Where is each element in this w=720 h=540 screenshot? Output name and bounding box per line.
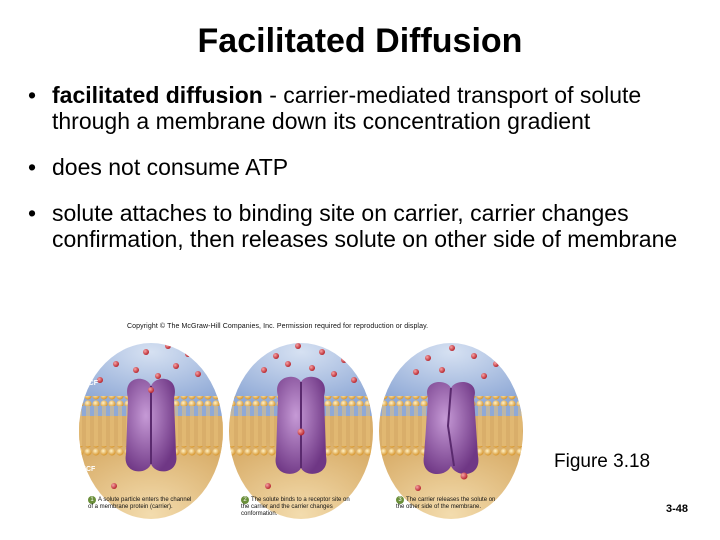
bullet-dot: • [28, 200, 37, 226]
bullet-text: does not consume ATP [52, 154, 289, 180]
bullet-dot: • [28, 154, 37, 180]
bullet-dot: • [28, 82, 37, 108]
ecf-label: ECF [84, 380, 98, 387]
bullet-item: • solute attaches to binding site on car… [28, 200, 708, 252]
step-text: The solute binds to a receptor site on t… [241, 497, 350, 517]
bullet-text: solute attaches to binding site on carri… [52, 200, 678, 252]
bullet-item: • facilitated diffusion - carrier-mediat… [28, 82, 708, 134]
bullet-text: - carrier-mediated transport of solute t… [52, 82, 642, 134]
bullet-item: • does not consume ATP [28, 154, 708, 180]
bullet-term: facilitated diffusion [52, 82, 263, 108]
slide-title: Facilitated Diffusion [197, 22, 523, 60]
step-text: A solute particle enters the channel of … [88, 497, 192, 510]
step-number: 2 [241, 496, 249, 504]
figure-reference: Figure 3.18 [554, 451, 651, 472]
step-number: 1 [88, 496, 96, 504]
step-number: 3 [396, 496, 404, 504]
membrane-illustration [79, 343, 523, 519]
page-number: 3-48 [666, 503, 689, 515]
bullet-list: • facilitated diffusion - carrier-mediat… [28, 82, 708, 272]
icf-label: ICF [84, 466, 96, 473]
step-text: The carrier releases the solute on the o… [396, 497, 496, 510]
copyright-notice: Copyright © The McGraw-Hill Companies, I… [127, 323, 429, 330]
